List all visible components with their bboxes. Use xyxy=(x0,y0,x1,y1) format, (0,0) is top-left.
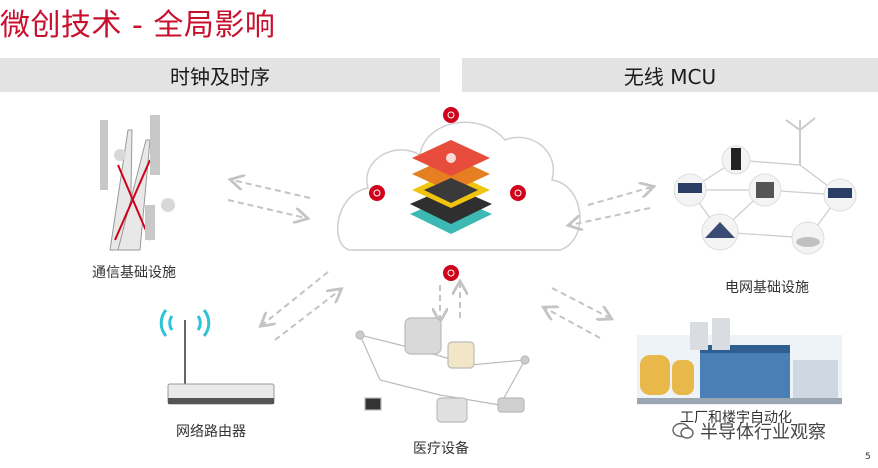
label-telecom-infrastructure: 通信基础设施 xyxy=(92,265,176,281)
watermark: 半导体行业观察 xyxy=(672,418,826,444)
power-grid-illustration xyxy=(673,117,857,255)
label-factory-building-automation: 工厂和楼宇自动化 xyxy=(680,410,792,426)
watermark-text: 半导体行业观察 xyxy=(700,422,826,443)
router-illustration xyxy=(159,309,275,405)
page-number: 5 xyxy=(865,452,871,462)
telecom-tower-illustration xyxy=(100,115,175,251)
chat-bubble-icon xyxy=(672,422,694,439)
banner-wireless-mcu: 无线 MCU xyxy=(462,58,878,92)
label-grid-infrastructure: 电网基础设施 xyxy=(725,280,809,296)
center-cloud xyxy=(337,121,581,251)
label-network-router: 网络路由器 xyxy=(176,424,246,440)
chip-stack-illustration xyxy=(410,140,492,234)
flow-arrows xyxy=(228,180,652,341)
page-title: 微创技术 - 全局影响 xyxy=(0,8,276,43)
factory-illustration xyxy=(637,318,842,405)
label-medical-devices: 医疗设备 xyxy=(413,441,469,457)
hub-dots xyxy=(369,107,526,281)
banner-clocks-timing: 时钟及时序 xyxy=(0,58,440,92)
medical-devices-illustration xyxy=(355,317,530,423)
